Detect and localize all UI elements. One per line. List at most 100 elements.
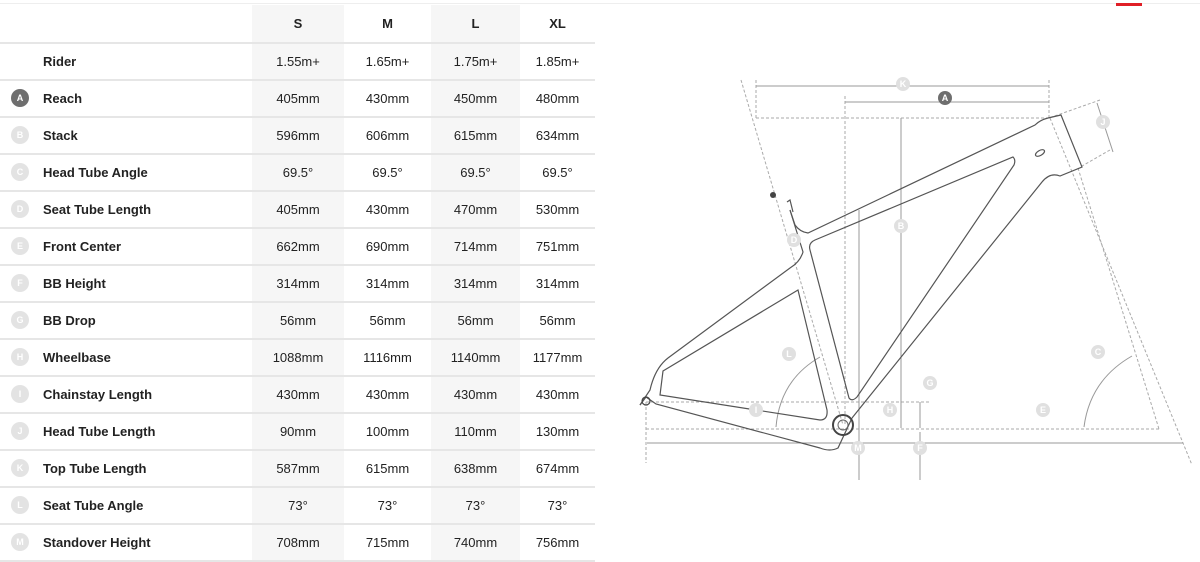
row-label: B Stack	[0, 117, 252, 155]
cell-value: 56mm	[431, 302, 520, 340]
cell-value: 314mm	[520, 265, 595, 303]
row-label: H Wheelbase	[0, 339, 252, 377]
row-label-text: BB Height	[43, 276, 106, 291]
cell-value: 662mm	[252, 228, 344, 266]
cell-value: 674mm	[520, 450, 595, 488]
dimension-arrows	[647, 85, 1183, 480]
marker-k: K	[896, 77, 910, 91]
cell-value: 1088mm	[252, 339, 344, 377]
letter-badge: F	[11, 274, 29, 292]
cell-value: 530mm	[520, 191, 595, 229]
marker-c: C	[1091, 345, 1105, 359]
cell-value: 1.75m+	[431, 43, 520, 81]
marker-label: D	[791, 235, 798, 245]
row-label-text: Top Tube Length	[43, 461, 147, 476]
cell-value: 1.65m+	[344, 43, 431, 81]
cell-value: 73°	[252, 487, 344, 525]
active-tab-indicator	[1116, 3, 1142, 6]
marker-e: E	[1036, 403, 1050, 417]
row-label: K Top Tube Length	[0, 450, 252, 488]
cell-value: 430mm	[344, 80, 431, 118]
frame-outline	[639, 114, 1083, 451]
size-header-row: S M L XL	[0, 5, 595, 44]
size-header: XL	[520, 5, 595, 44]
letter-badge: I	[11, 385, 29, 403]
marker-label: H	[887, 405, 894, 415]
letter-badge: D	[11, 200, 29, 218]
header-blank	[0, 5, 252, 44]
row-label-text: BB Drop	[43, 313, 96, 328]
letter-badge: C	[11, 163, 29, 181]
marker-label: L	[786, 349, 792, 359]
marker-label: K	[900, 79, 907, 89]
cell-value: 90mm	[252, 413, 344, 451]
cell-value: 1.85m+	[520, 43, 595, 81]
cell-value: 634mm	[520, 117, 595, 155]
marker-l: L	[782, 347, 796, 361]
letter-badge: H	[11, 348, 29, 366]
marker-label: F	[917, 443, 923, 453]
cell-value: 73°	[344, 487, 431, 525]
cell-value: 130mm	[520, 413, 595, 451]
marker-d: D	[787, 233, 801, 247]
cell-value: 56mm	[520, 302, 595, 340]
letter-badge: L	[11, 496, 29, 514]
cell-value: 405mm	[252, 80, 344, 118]
marker-j: J	[1096, 115, 1110, 129]
cell-value: 714mm	[431, 228, 520, 266]
marker-label: B	[898, 221, 905, 231]
cell-value: 430mm	[520, 376, 595, 414]
cell-value: 430mm	[344, 376, 431, 414]
row-label: A Reach	[0, 80, 252, 118]
row-label-text: Reach	[43, 91, 83, 106]
cell-value: 615mm	[344, 450, 431, 488]
marker-h: H	[883, 403, 897, 417]
cell-value: 314mm	[431, 265, 520, 303]
marker-label: E	[1040, 405, 1046, 415]
row-label-text: Stack	[43, 128, 78, 143]
letter-badge: A	[11, 89, 29, 107]
cell-value: 430mm	[344, 191, 431, 229]
row-label-text: Front Center	[43, 239, 121, 254]
top-divider	[0, 3, 1200, 4]
marker-g: G	[923, 376, 937, 390]
row-label-text: Wheelbase	[43, 350, 111, 365]
size-header: L	[431, 5, 520, 44]
cell-value: 110mm	[431, 413, 520, 451]
cell-value: 450mm	[431, 80, 520, 118]
cell-value: 1.55m+	[252, 43, 344, 81]
cell-value: 615mm	[431, 117, 520, 155]
letter-badge: B	[11, 126, 29, 144]
size-header: M	[344, 5, 431, 44]
cell-value: 1177mm	[520, 339, 595, 377]
letter-badge: J	[11, 422, 29, 440]
row-label-text: Head Tube Length	[43, 424, 156, 439]
cell-value: 56mm	[252, 302, 344, 340]
cell-value: 596mm	[252, 117, 344, 155]
marker-label: I	[755, 405, 758, 415]
row-label-text: Chainstay Length	[43, 387, 153, 402]
cell-value: 69.5°	[431, 154, 520, 192]
cell-value: 638mm	[431, 450, 520, 488]
cell-value: 690mm	[344, 228, 431, 266]
marker-a: A	[938, 91, 952, 105]
row-label: I Chainstay Length	[0, 376, 252, 414]
cell-value: 606mm	[344, 117, 431, 155]
bottom-bracket-icon	[832, 414, 854, 436]
letter-badge: K	[11, 459, 29, 477]
cell-value: 100mm	[344, 413, 431, 451]
row-label: J Head Tube Length	[0, 413, 252, 451]
cell-value: 430mm	[252, 376, 344, 414]
